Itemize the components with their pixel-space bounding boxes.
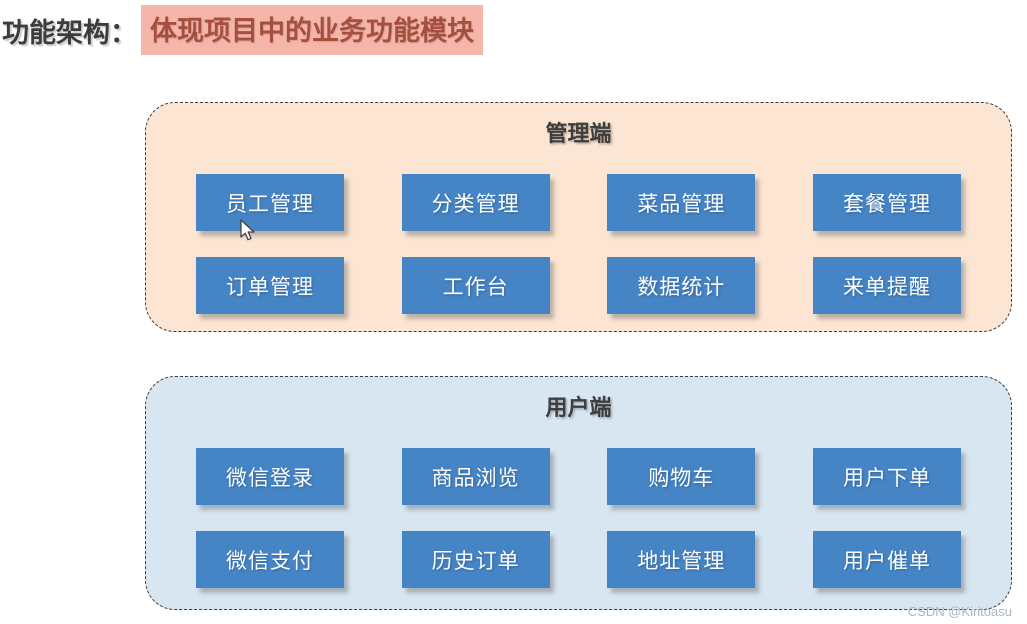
page-title-highlight: 体现项目中的业务功能模块: [141, 5, 483, 55]
module-box: 微信支付: [196, 531, 344, 588]
module-box: 微信登录: [196, 448, 344, 505]
module-box: 菜品管理: [607, 174, 756, 231]
module-box: 用户催单: [812, 531, 961, 588]
panel-rows: 员工管理分类管理菜品管理套餐管理订单管理工作台数据统计来单提醒: [146, 174, 1011, 314]
panel-title: 用户端: [545, 395, 612, 420]
module-row: 订单管理工作台数据统计来单提醒: [146, 257, 1011, 314]
module-box: 员工管理: [196, 174, 344, 231]
module-box: 地址管理: [607, 531, 756, 588]
module-box: 分类管理: [401, 174, 550, 231]
module-box: 购物车: [607, 448, 756, 505]
arrow-cursor-icon: [240, 219, 255, 241]
panel-admin: 管理端 员工管理分类管理菜品管理套餐管理订单管理工作台数据统计来单提醒: [145, 102, 1012, 332]
watermark: CSDN @Kiritoasu: [907, 604, 1012, 619]
module-box: 历史订单: [401, 531, 550, 588]
module-box: 商品浏览: [401, 448, 550, 505]
module-box: 用户下单: [812, 448, 961, 505]
page-title: 功能架构： 体现项目中的业务功能模块: [2, 5, 483, 55]
module-box: 工作台: [401, 257, 550, 314]
panel-rows: 微信登录商品浏览购物车用户下单微信支付历史订单地址管理用户催单: [146, 448, 1011, 588]
module-box: 订单管理: [196, 257, 344, 314]
module-box: 数据统计: [607, 257, 756, 314]
page-title-label: 功能架构：: [2, 17, 137, 48]
module-row: 员工管理分类管理菜品管理套餐管理: [146, 174, 1011, 231]
panel-user: 用户端 微信登录商品浏览购物车用户下单微信支付历史订单地址管理用户催单: [145, 376, 1012, 610]
module-box: 来单提醒: [812, 257, 961, 314]
module-row: 微信登录商品浏览购物车用户下单: [146, 448, 1011, 505]
panel-title: 管理端: [545, 121, 612, 146]
module-row: 微信支付历史订单地址管理用户催单: [146, 531, 1011, 588]
module-box: 套餐管理: [812, 174, 961, 231]
